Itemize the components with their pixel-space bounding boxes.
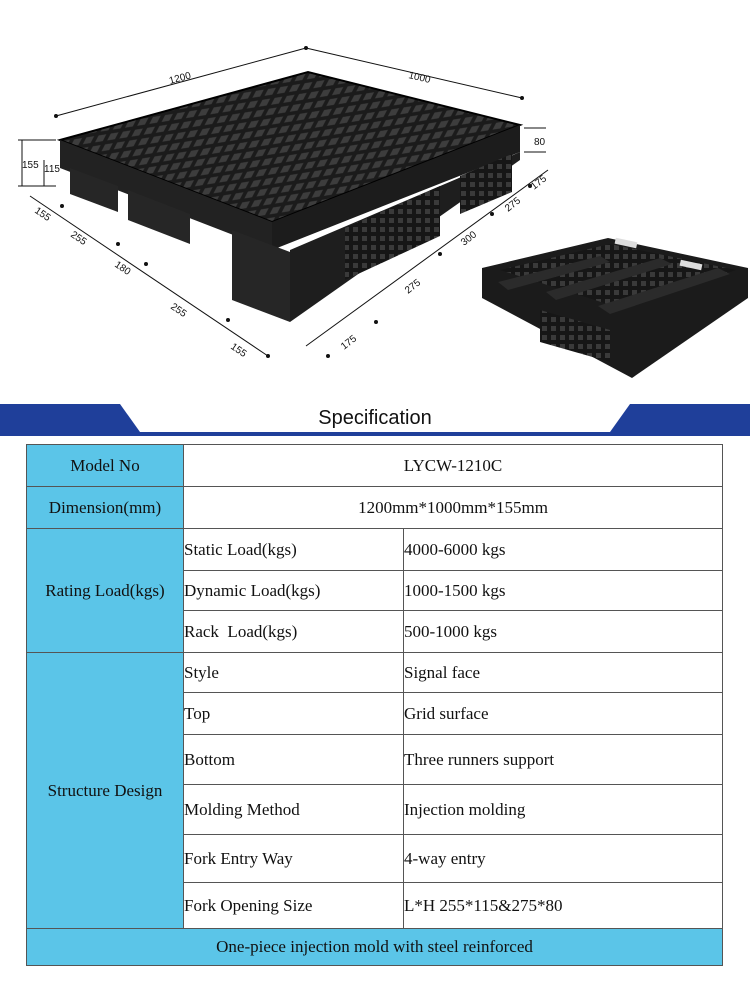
model-value: LYCW-1210C	[183, 444, 723, 487]
rating-dynamic-value: 1000-1500 kgs	[403, 570, 723, 611]
table-row: Rating Load(kgs) Static Load(kgs) 4000-6…	[26, 528, 723, 653]
structure-label: Structure Design	[26, 652, 184, 929]
dim-width-label: 1000	[407, 70, 432, 86]
rating-static-name: Static Load(kgs)	[183, 528, 404, 571]
specification-banner	[0, 404, 750, 436]
dim-length-label: 1200	[168, 70, 193, 86]
dim-front-1: 155	[32, 205, 52, 224]
rating-rack-value: 500-1000 kgs	[403, 610, 723, 653]
structure-fork-size-name: Fork Opening Size	[183, 882, 404, 929]
dimension-lines	[18, 47, 549, 357]
dim-front-4: 255	[168, 301, 188, 320]
rating-static-value: 4000-6000 kgs	[403, 528, 723, 571]
structure-molding-name: Molding Method	[183, 784, 404, 835]
dim-side-1: 175	[339, 333, 359, 352]
structure-style-value: Signal face	[403, 652, 723, 693]
structure-style-name: Style	[183, 652, 404, 693]
table-row: Structure Design Style Signal face	[26, 652, 723, 929]
pallet-dimension-drawing: 1200 1000 155 115 80 155 255 180 255 155…	[18, 46, 748, 378]
dimension-value: 1200mm*1000mm*155mm	[183, 486, 723, 529]
dim-height-opening-label: 115	[44, 164, 60, 175]
structure-bottom-name: Bottom	[183, 734, 404, 785]
table-row: Rack Load(kgs) 500-1000 kgs	[27, 610, 723, 653]
dimension-arrows	[54, 46, 532, 358]
table-row: Bottom Three runners support	[27, 734, 723, 785]
section-title: Specification	[318, 407, 432, 429]
dim-side-4: 275	[503, 195, 523, 214]
dim-side-5: 175	[529, 173, 549, 192]
dim-front-2: 255	[68, 229, 88, 248]
main-pallet	[56, 70, 524, 322]
dim-front-5: 155	[228, 341, 248, 360]
rating-rack-name: Rack Load(kgs)	[183, 610, 404, 653]
structure-top-name: Top	[183, 692, 404, 735]
structure-fork-entry-value: 4-way entry	[403, 834, 723, 883]
table-row: Dimension(mm) 1200mm*1000mm*155mm	[26, 486, 723, 529]
model-label: Model No	[26, 444, 184, 487]
dim-front-3: 180	[112, 259, 132, 278]
footer-note: One-piece injection mold with steel rein…	[26, 928, 723, 966]
structure-fork-size-value: L*H 255*115&275*80	[403, 882, 723, 929]
dimension-label: Dimension(mm)	[26, 486, 184, 529]
specification-table: Model No LYCW-1210C Dimension(mm) 1200mm…	[26, 444, 723, 966]
rating-dynamic-name: Dynamic Load(kgs)	[183, 570, 404, 611]
dim-height-side-label: 80	[534, 137, 546, 148]
dim-height-total-label: 155	[22, 160, 39, 171]
structure-fork-entry-name: Fork Entry Way	[183, 834, 404, 883]
rating-label: Rating Load(kgs)	[26, 528, 184, 653]
dim-side-2: 275	[403, 277, 423, 296]
structure-molding-value: Injection molding	[403, 784, 723, 835]
table-row: Fork Opening Size L*H 255*115&275*80	[27, 882, 723, 929]
table-row: Model No LYCW-1210C	[26, 444, 723, 487]
table-row: Top Grid surface	[27, 692, 723, 735]
structure-bottom-value: Three runners support	[403, 734, 723, 785]
structure-top-value: Grid surface	[403, 692, 723, 735]
table-row: One-piece injection mold with steel rein…	[26, 928, 723, 966]
pallet-bottom-view	[482, 237, 748, 378]
table-row: Dynamic Load(kgs) 1000-1500 kgs	[27, 570, 723, 611]
